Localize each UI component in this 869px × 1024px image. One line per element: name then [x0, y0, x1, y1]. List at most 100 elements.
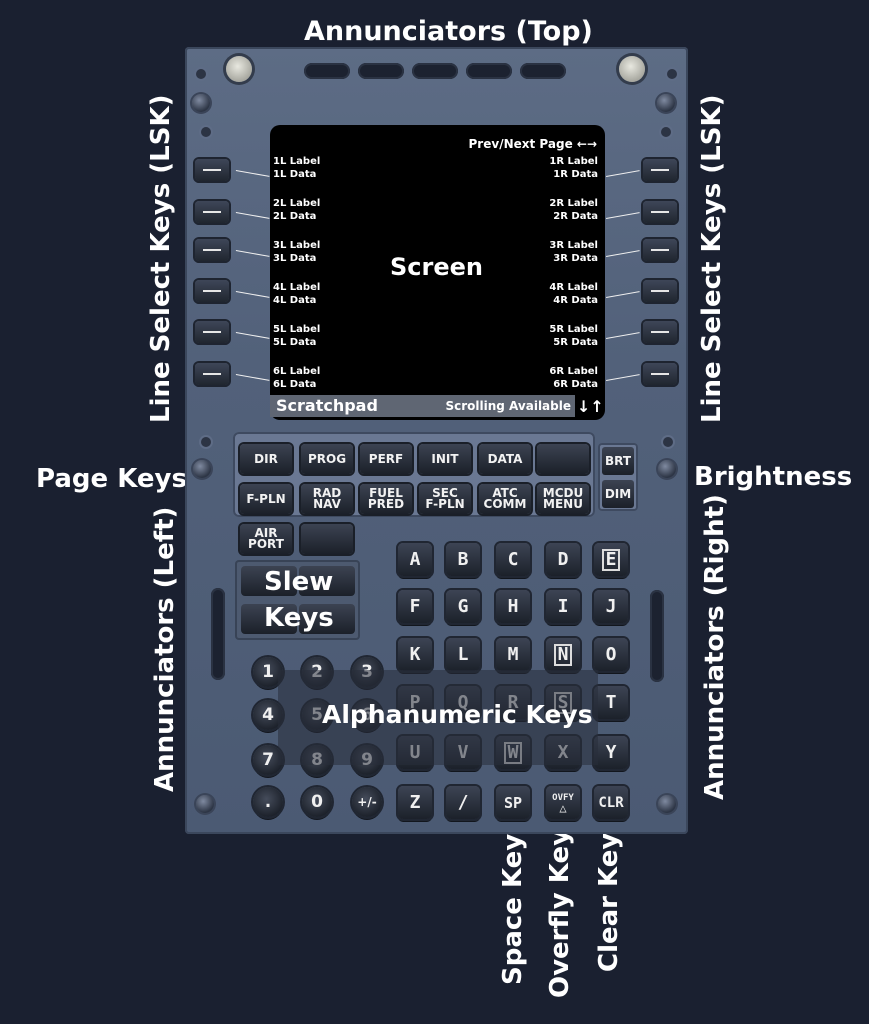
overfly-key-label: Overfly Key — [545, 828, 575, 998]
page-keys-panel — [233, 432, 595, 517]
alphanumeric-highlight — [278, 670, 598, 765]
blank-key[interactable] — [537, 444, 589, 474]
screw-icon — [192, 94, 210, 112]
annunciator-right — [650, 590, 664, 682]
prog-key[interactable]: PROG — [301, 444, 353, 474]
f-pln-key[interactable]: F-PLN — [240, 484, 292, 514]
screen-title: Screen — [390, 253, 483, 281]
brt-key[interactable]: BRT — [602, 447, 634, 475]
key-e[interactable]: E — [594, 543, 628, 576]
dir-key[interactable]: DIR — [240, 444, 292, 474]
lsk-6l[interactable] — [195, 363, 229, 385]
screw-icon — [201, 437, 211, 447]
key-0[interactable]: 0 — [302, 787, 332, 817]
init-key[interactable]: INIT — [419, 444, 471, 474]
lsk-3l[interactable] — [195, 239, 229, 261]
scrolling-available-label: Scrolling Available — [445, 399, 571, 413]
alphanumeric-keys-label: Alphanumeric Keys — [322, 700, 593, 729]
lsk-1r[interactable] — [643, 159, 677, 181]
annunciator-top-2 — [358, 63, 404, 79]
key-dot[interactable]: . — [253, 787, 283, 817]
annunciator-top-5 — [520, 63, 566, 79]
key-j[interactable]: J — [594, 590, 628, 623]
screw-icon — [193, 460, 211, 478]
space-key-label: Space Key — [498, 833, 528, 985]
screw-icon — [657, 94, 675, 112]
mcdu-menu-key[interactable]: MCDU MENU — [537, 484, 589, 514]
key-n[interactable]: N — [546, 638, 580, 671]
page-keys-label: Page Keys — [36, 464, 187, 494]
annunciators-left-label: Annunciators (Left) — [150, 506, 180, 792]
key-slash[interactable]: / — [446, 786, 480, 819]
scroll-arrows-icon: ↓↑ — [577, 397, 604, 416]
slew-left-down-key[interactable] — [241, 604, 297, 634]
key-z[interactable]: Z — [398, 786, 432, 819]
key-f[interactable]: F — [398, 590, 432, 623]
key-plus-minus[interactable]: +/- — [352, 787, 382, 817]
annunciator-top-3 — [412, 63, 458, 79]
lsk-4l[interactable] — [195, 280, 229, 302]
key-b[interactable]: B — [446, 543, 480, 576]
fuel-pred-key[interactable]: FUEL PRED — [360, 484, 412, 514]
screw-icon — [663, 437, 673, 447]
atc-comm-key[interactable]: ATC COMM — [479, 484, 531, 514]
key-h[interactable]: H — [496, 590, 530, 623]
data-key[interactable]: DATA — [479, 444, 531, 474]
key-o[interactable]: O — [594, 638, 628, 671]
brightness-knob-right[interactable] — [619, 56, 645, 82]
annunciators-right-label: Annunciators (Right) — [700, 494, 730, 800]
key-y[interactable]: Y — [594, 736, 628, 769]
rad-nav-key[interactable]: RAD NAV — [301, 484, 353, 514]
key-k[interactable]: K — [398, 638, 432, 671]
lsk-2r[interactable] — [643, 201, 677, 223]
dim-key[interactable]: DIM — [602, 480, 634, 508]
sec-f-pln-key[interactable]: SEC F-PLN — [419, 484, 471, 514]
lsk-5l[interactable] — [195, 321, 229, 343]
blank-key-2[interactable] — [301, 524, 353, 554]
key-m[interactable]: M — [496, 638, 530, 671]
brightness-knob-left[interactable] — [226, 56, 252, 82]
key-t[interactable]: T — [594, 686, 628, 719]
lsk-1l[interactable] — [195, 159, 229, 181]
scratchpad: Scratchpad Scrolling Available — [270, 395, 575, 417]
annunciators-top-label: Annunciators (Top) — [304, 16, 593, 47]
clear-key[interactable]: CLR — [594, 786, 628, 819]
lsk-2l[interactable] — [195, 201, 229, 223]
key-l[interactable]: L — [446, 638, 480, 671]
key-a[interactable]: A — [398, 543, 432, 576]
screw-icon — [658, 460, 676, 478]
lsk-3r[interactable] — [643, 239, 677, 261]
lsk-5r[interactable] — [643, 321, 677, 343]
screw-icon — [196, 795, 214, 813]
overfly-key[interactable]: OVFY △ — [546, 786, 580, 819]
key-c[interactable]: C — [496, 543, 530, 576]
slew-down-key[interactable] — [299, 604, 355, 634]
slew-up-key[interactable] — [299, 566, 355, 596]
scratchpad-label: Scratchpad — [276, 396, 378, 415]
brightness-label: Brightness — [694, 462, 853, 492]
lsk-6r[interactable] — [643, 363, 677, 385]
key-g[interactable]: G — [446, 590, 480, 623]
annunciator-left — [211, 588, 225, 680]
prev-next-page-indicator: Prev/Next Page ←→ — [468, 137, 597, 151]
space-key[interactable]: SP — [496, 786, 530, 819]
lsk-left-label: Line Select Keys (LSK) — [146, 94, 176, 423]
key-d[interactable]: D — [546, 543, 580, 576]
slew-left-key[interactable] — [241, 566, 297, 596]
screw-icon — [667, 69, 677, 79]
key-i[interactable]: I — [546, 590, 580, 623]
lsk-right-label: Line Select Keys (LSK) — [697, 94, 727, 423]
overfly-triangle-icon: △ — [559, 800, 567, 815]
airport-key[interactable]: AIR PORT — [240, 524, 292, 554]
perf-key[interactable]: PERF — [360, 444, 412, 474]
lsk-4r[interactable] — [643, 280, 677, 302]
screw-icon — [196, 69, 206, 79]
